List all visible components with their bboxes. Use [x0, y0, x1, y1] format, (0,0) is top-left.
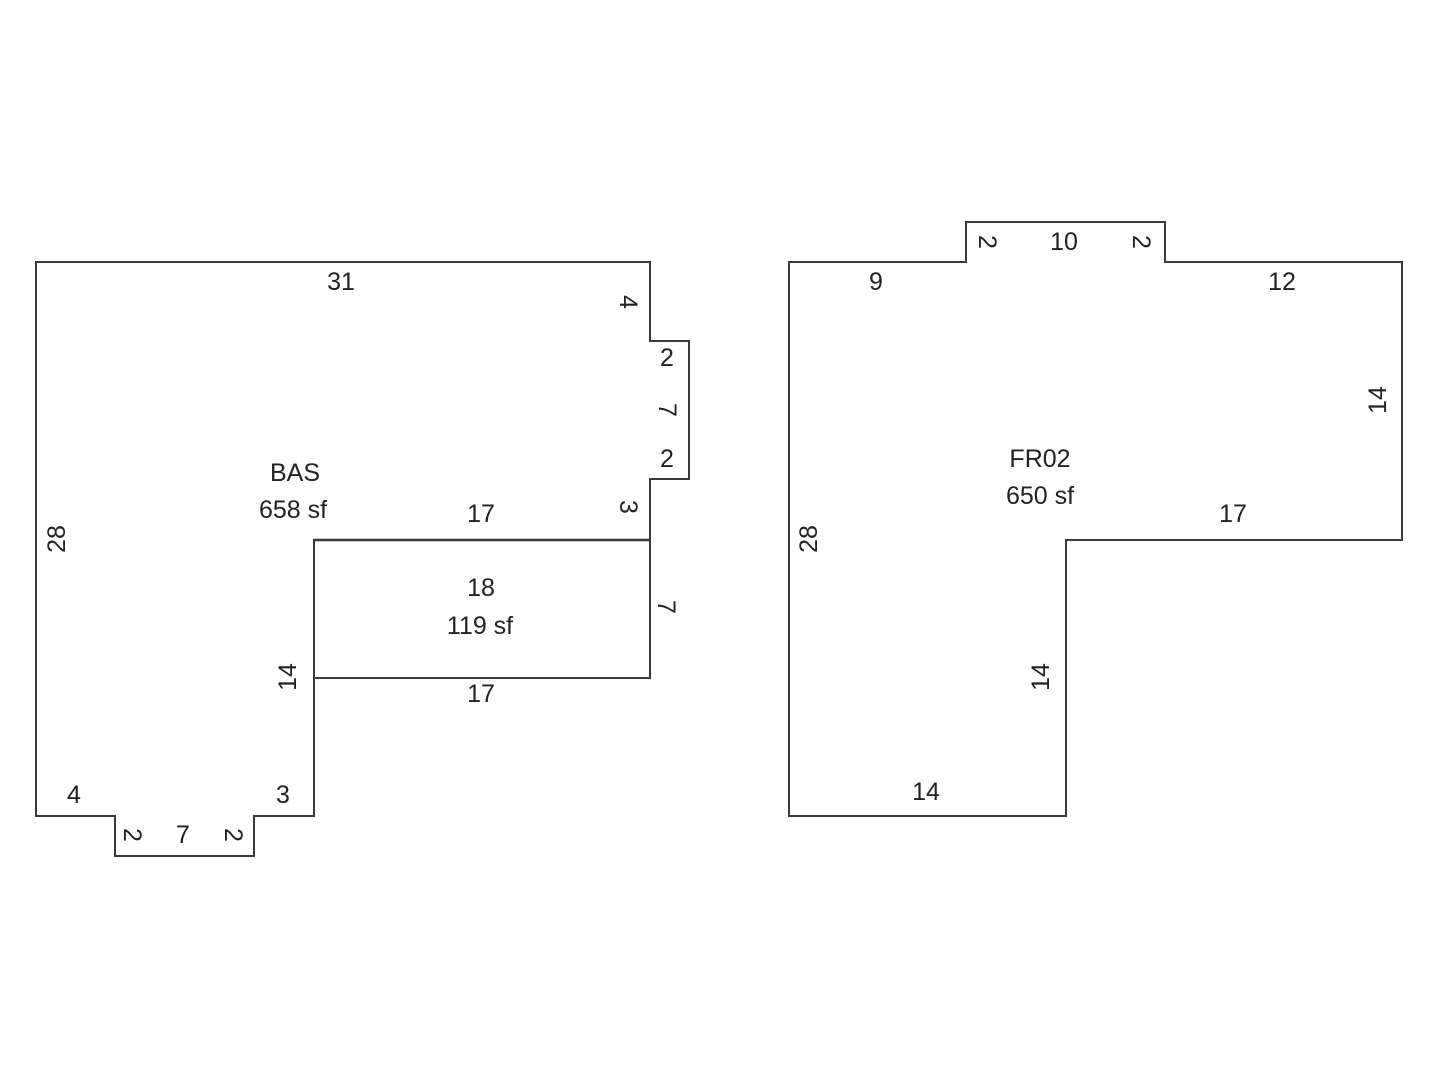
sub-area-section: 18 119 sf 7 17	[314, 539, 680, 708]
fr02-outline	[788, 221, 1403, 817]
bas-section: BAS 658 sf 31 4 2 7 2 3 28 17 14 4 3 2 7…	[35, 261, 690, 857]
fr02-dim-notch-right: 2	[1127, 235, 1155, 249]
fr02-dim-inner-top: 17	[1219, 500, 1247, 528]
fr02-dim-notch-left: 2	[973, 235, 1001, 249]
fr02-dim-top-right: 12	[1268, 268, 1296, 296]
fr02-dim-right: 14	[1364, 386, 1392, 414]
fr02-section: FR02 650 sf 9 2 10 2 12 14 17 14 28 14	[788, 221, 1403, 817]
sub-area-outline	[314, 539, 651, 679]
bas-dim-left: 28	[43, 525, 71, 553]
sub-area-name-label: 18	[467, 574, 495, 602]
bas-dim-top: 31	[327, 268, 355, 296]
bas-dim-bottom-notch-left: 2	[118, 828, 146, 842]
fr02-dim-notch-top: 10	[1050, 228, 1078, 256]
fr02-name-label: FR02	[1009, 445, 1070, 473]
sub-area-dim-bottom: 17	[467, 680, 495, 708]
bas-dim-inner-top: 17	[467, 500, 495, 528]
bas-dim-bottom-notch-right: 2	[219, 828, 247, 842]
bas-dim-bump-side: 7	[653, 403, 681, 417]
bas-dim-bottom-notch-width: 7	[176, 821, 190, 849]
bas-area-label: 658 sf	[259, 496, 327, 524]
fr02-area-label: 650 sf	[1006, 482, 1074, 510]
sub-area-area-label: 119 sf	[447, 612, 513, 640]
bas-dim-bottom-right: 3	[276, 781, 290, 809]
fr02-dim-bottom: 14	[912, 778, 940, 806]
fr02-dim-top-left: 9	[869, 268, 883, 296]
bas-dim-right-upper: 4	[614, 295, 642, 309]
bas-dim-inner-left: 14	[274, 663, 302, 691]
fr02-dim-inner-left: 14	[1027, 663, 1055, 691]
bas-dim-bottom-left: 4	[67, 781, 81, 809]
bas-outline	[35, 261, 690, 857]
bas-dim-bump-top: 2	[660, 344, 674, 372]
bas-dim-bump-bottom: 2	[660, 445, 674, 473]
bas-dim-right-lower: 3	[614, 500, 642, 514]
fr02-dim-left: 28	[795, 525, 823, 553]
sub-area-dim-right: 7	[652, 600, 680, 614]
bas-name-label: BAS	[270, 459, 320, 487]
